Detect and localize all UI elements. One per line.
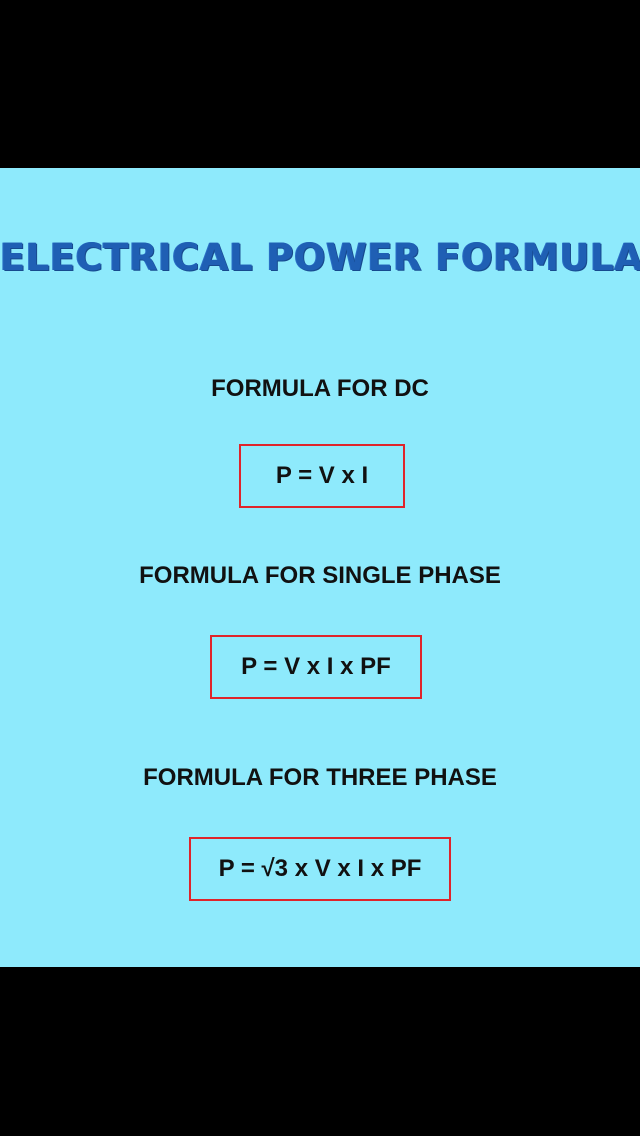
single-phase-heading: FORMULA FOR SINGLE PHASE [139, 562, 501, 589]
single-phase-formula: P = V x I x PF [241, 653, 391, 680]
single-phase-formula-box: P = V x I x PF [210, 635, 422, 699]
dc-heading: FORMULA FOR DC [211, 375, 429, 402]
three-phase-heading: FORMULA FOR THREE PHASE [143, 764, 497, 791]
dc-formula-box: P = V x I [239, 444, 405, 508]
dc-formula: P = V x I [275, 462, 369, 489]
infographic-panel: ELECTRICAL POWER FORMULA FORMULA FOR DC … [0, 168, 640, 967]
three-phase-formula-box: P = √3 x V x I x PF [189, 837, 451, 901]
three-phase-formula: P = √3 x V x I x PF [218, 855, 422, 882]
page-title: ELECTRICAL POWER FORMULA [0, 236, 640, 279]
